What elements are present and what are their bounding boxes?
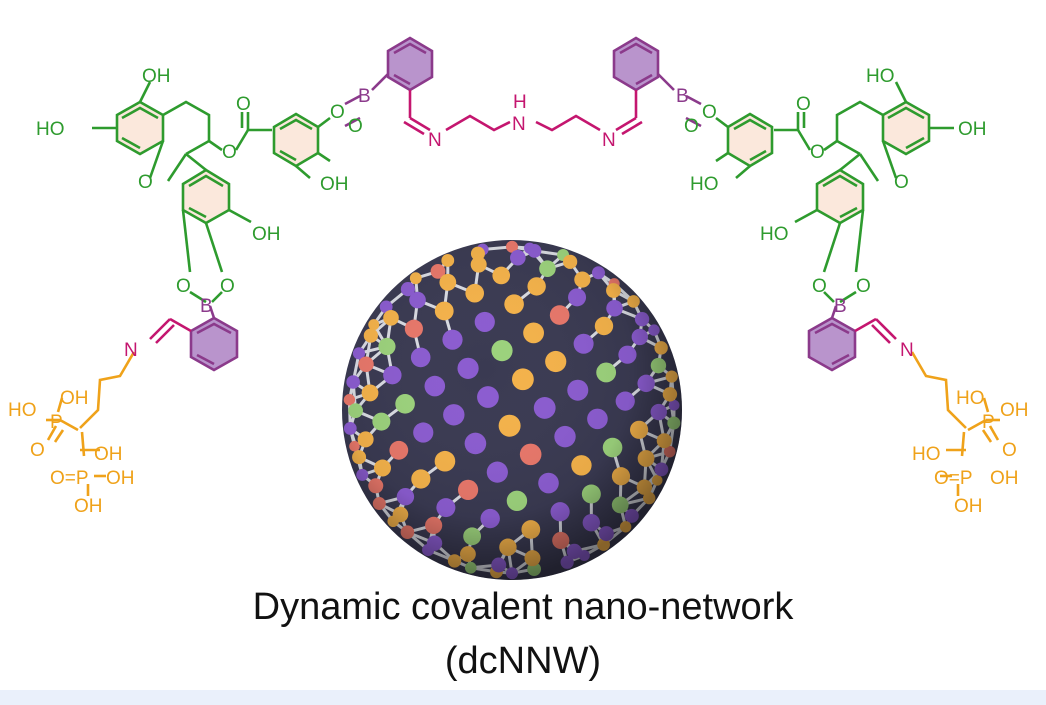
label-oh-p2: OH <box>94 444 123 465</box>
label-r-oh-p4: OH <box>954 496 983 517</box>
label-ho-p: HO <box>8 400 37 421</box>
label-r-o-ester: O <box>810 142 825 163</box>
label-r-ho-p: HO <box>956 388 985 409</box>
label-r-o-ring: O <box>894 172 909 193</box>
left-bisphosphonate <box>46 351 136 496</box>
label-p-1: P <box>50 412 63 433</box>
label-r-o-bor-2: O <box>684 116 699 137</box>
left-atom-labels: OH HO O O O O O OH OH O O B B N N H N HO… <box>8 66 527 517</box>
caption-line-1: Dynamic covalent nano-network <box>252 586 794 628</box>
label-oh-3: OH <box>252 224 281 245</box>
label-o-bor-2: O <box>348 116 363 137</box>
label-r-b-2: B <box>834 296 847 317</box>
label-r-o-p1: O <box>1002 440 1017 461</box>
label-n-2: N <box>124 340 138 361</box>
label-o-bor-3: O <box>176 276 191 297</box>
label-o-carbonyl: O <box>236 94 251 115</box>
label-r-o-bor-3: O <box>856 276 871 297</box>
label-h-center: H <box>513 92 527 113</box>
left-boronates <box>189 36 434 372</box>
label-ho-1: HO <box>36 119 65 140</box>
label-r-oh-1: OH <box>958 119 987 140</box>
label-o-p1: O <box>30 440 45 461</box>
label-b-1: B <box>358 86 371 107</box>
label-o-ester: O <box>222 142 237 163</box>
label-oh-2: OH <box>320 174 349 195</box>
nano-network-sphere <box>342 240 682 580</box>
label-r-ho-3: HO <box>760 224 789 245</box>
label-r-o-bor-1: O <box>702 102 717 123</box>
label-r-o-carbonyl: O <box>796 94 811 115</box>
label-oh-p1: OH <box>60 388 89 409</box>
label-r-o-eq-p: O=P <box>934 468 973 489</box>
label-r-ho-p2: HO <box>912 444 941 465</box>
caption-line-2: (dcNNW) <box>444 640 602 682</box>
label-r-p-1: P <box>982 412 995 433</box>
label-o-bor-1: O <box>330 102 345 123</box>
label-oh-p3: OH <box>106 468 135 489</box>
right-structure <box>535 36 1000 496</box>
label-r-n-1: N <box>602 130 616 151</box>
label-n-center: N <box>512 114 526 135</box>
label-b-2: B <box>200 296 213 317</box>
sphere-shading <box>342 240 682 580</box>
left-imine-chain <box>149 90 511 344</box>
label-r-oh-2: HO <box>690 174 719 195</box>
right-atom-labels: HO OH O O O O O HO HO O O B B N N HO OH … <box>602 66 1029 517</box>
label-o-eq-p: O=P <box>50 468 89 489</box>
label-oh-p4: OH <box>74 496 103 517</box>
label-r-oh-p1: OH <box>1000 400 1029 421</box>
label-o-ring: O <box>138 172 153 193</box>
left-structure <box>46 36 511 496</box>
label-o-bor-4: O <box>220 276 235 297</box>
left-catechin-core <box>92 81 331 273</box>
label-oh-1: OH <box>142 66 171 87</box>
label-n-1: N <box>428 130 442 151</box>
label-r-oh-p3: OH <box>990 468 1019 489</box>
label-r-b-1: B <box>676 86 689 107</box>
bottom-bar <box>0 690 1046 705</box>
label-r-n-2: N <box>900 340 914 361</box>
label-r-ho-1: HO <box>866 66 895 87</box>
label-r-o-bor-4: O <box>812 276 827 297</box>
